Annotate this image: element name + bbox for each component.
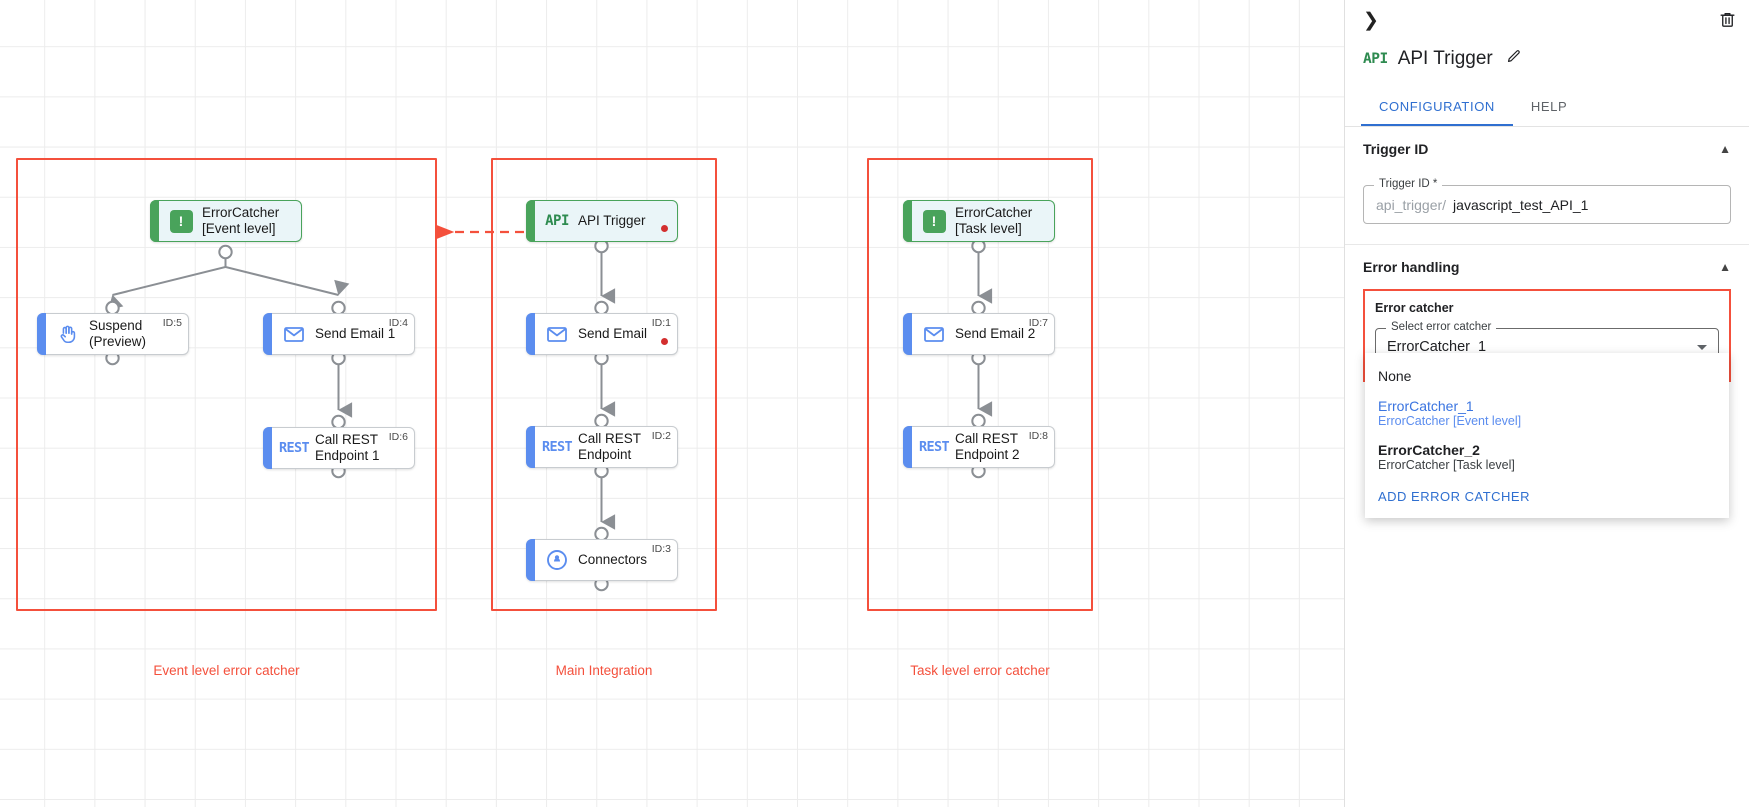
page-title: API Trigger [1397,48,1493,69]
panel-title-row: API API Trigger [1345,40,1749,78]
trigger-id-prefix: api_trigger/ [1376,196,1447,213]
node-accent-bar [526,200,535,242]
error-catcher-caption: Error catcher [1375,301,1454,315]
section-header-trigger-id[interactable]: Trigger ID ▲ [1363,127,1731,171]
node-accent-bar [526,539,535,581]
node-title: Send Email 2 [955,326,1036,342]
node-call-rest-endpoint-2[interactable]: REST Call REST Endpoint 2 ID:8 [903,426,1055,468]
menu-item-none[interactable]: None [1365,361,1729,391]
node-title: ErrorCatcher [Event level] [202,205,280,236]
node-title: Send Email [578,326,648,342]
trigger-id-field[interactable]: Trigger ID * api_trigger/ javascript_tes… [1363,178,1731,224]
node-call-rest-endpoint[interactable]: REST Call REST Endpoint ID:2 [526,426,678,468]
workflow-canvas[interactable]: Event level error catcher Main Integrati… [0,0,1344,807]
menu-item-label: ErrorCatcher_2 [1378,442,1480,458]
node-title: Suspend (Preview) [89,318,147,349]
tab-configuration[interactable]: CONFIGURATION [1361,90,1513,126]
alert-badge-icon: ! [164,209,198,233]
node-title: Call REST Endpoint 2 [955,431,1020,462]
envelope-icon [540,322,574,346]
group-box-main-integration[interactable] [491,158,717,611]
error-catcher-dropdown-menu[interactable]: None ErrorCatcher_1 ErrorCatcher [Event … [1365,353,1729,518]
chevron-up-icon[interactable]: ▲ [1719,260,1731,274]
pencil-icon[interactable] [1505,48,1522,70]
node-title: Call REST Endpoint 1 [315,432,380,463]
trigger-id-field-label: Trigger ID * [1374,178,1443,190]
tab-help[interactable]: HELP [1530,99,1568,114]
node-accent-bar [150,200,159,242]
node-title: Send Email 1 [315,326,396,342]
envelope-icon [917,322,951,346]
node-accent-bar [903,200,912,242]
menu-item-sublabel: ErrorCatcher [Task level] [1378,458,1515,472]
node-accent-bar [263,427,272,469]
group-label-main-integration: Main Integration [555,663,653,678]
node-title: Connectors [578,552,648,568]
trigger-id-input[interactable]: javascript_test_API_1 [1453,196,1589,213]
section-title: Error handling [1363,259,1460,275]
node-error-catcher-task-level[interactable]: ! ErrorCatcher [Task level] [903,200,1055,242]
node-id-label: ID:6 [388,431,408,443]
node-id-label: ID:3 [651,543,671,555]
connectors-icon [540,548,574,572]
node-connectors[interactable]: Connectors ID:3 [526,539,678,581]
menu-item-errorcatcher-1[interactable]: ErrorCatcher_1 ErrorCatcher [Event level… [1365,391,1729,435]
trash-icon[interactable] [1718,10,1737,34]
select-error-catcher-label: Select error catcher [1386,321,1497,333]
rest-icon: REST [541,439,573,455]
node-id-label: ID:7 [1028,317,1048,329]
error-indicator-dot [661,225,668,232]
menu-item-label: ErrorCatcher_1 [1378,398,1474,414]
menu-item-errorcatcher-2[interactable]: ErrorCatcher_2 ErrorCatcher [Task level] [1365,435,1729,479]
select-error-catcher-value: ErrorCatcher_1 [1387,339,1487,355]
envelope-icon [277,322,311,346]
node-title: ErrorCatcher [Task level] [955,205,1033,236]
menu-item-sublabel: ErrorCatcher [Event level] [1378,414,1522,428]
group-box-task-level[interactable] [867,158,1093,611]
section-title: Trigger ID [1363,141,1429,157]
section-header-error-handling[interactable]: Error handling ▲ [1363,245,1731,289]
node-accent-bar [526,426,535,468]
panel-topbar: ❯ [1345,0,1749,40]
node-accent-bar [263,313,272,355]
add-error-catcher-button[interactable]: ADD ERROR CATCHER [1378,489,1530,504]
menu-item-label: None [1378,368,1412,384]
panel-tabs: CONFIGURATION HELP [1345,90,1749,127]
node-call-rest-endpoint-1[interactable]: REST Call REST Endpoint 1 ID:6 [263,427,415,469]
group-label-event-level: Event level error catcher [153,663,300,678]
rest-icon: REST [278,440,310,456]
api-icon: API [1363,51,1388,67]
node-id-label: ID:2 [651,430,671,442]
node-send-email[interactable]: Send Email ID:1 [526,313,678,355]
section-error-handling: Error handling ▲ Error catcher Select er… [1345,245,1749,518]
node-send-email-1[interactable]: Send Email 1 ID:4 [263,313,415,355]
rest-icon: REST [918,439,950,455]
node-api-trigger[interactable]: API API Trigger [526,200,678,242]
node-send-email-2[interactable]: Send Email 2 ID:7 [903,313,1055,355]
node-error-catcher-event-level[interactable]: ! ErrorCatcher [Event level] [150,200,302,242]
node-accent-bar [903,313,912,355]
alert-badge-icon: ! [917,209,951,233]
chevron-right-icon[interactable]: ❯ [1363,9,1379,31]
chevron-down-icon[interactable] [1697,344,1707,350]
chevron-up-icon[interactable]: ▲ [1719,142,1731,156]
group-box-event-level[interactable] [16,158,437,611]
group-label-task-level: Task level error catcher [910,663,1050,678]
node-id-label: ID:5 [162,317,182,329]
details-panel: ❯ API API Trigger CONFIGURATION HEL [1344,0,1749,807]
node-accent-bar [37,313,46,355]
node-title: API Trigger [578,213,646,229]
node-accent-bar [526,313,535,355]
section-trigger-id: Trigger ID ▲ Trigger ID * api_trigger/ j… [1345,127,1749,245]
node-id-label: ID:1 [651,317,671,329]
node-id-label: ID:4 [388,317,408,329]
node-id-label: ID:8 [1028,430,1048,442]
node-accent-bar [903,426,912,468]
node-title: Call REST Endpoint [578,431,642,462]
hand-icon [51,323,85,345]
error-catcher-highlight-box: Error catcher Select error catcher Error… [1363,289,1731,518]
error-indicator-dot [661,338,668,345]
api-icon: API [545,213,569,229]
node-suspend-preview[interactable]: Suspend (Preview) ID:5 [37,313,189,355]
